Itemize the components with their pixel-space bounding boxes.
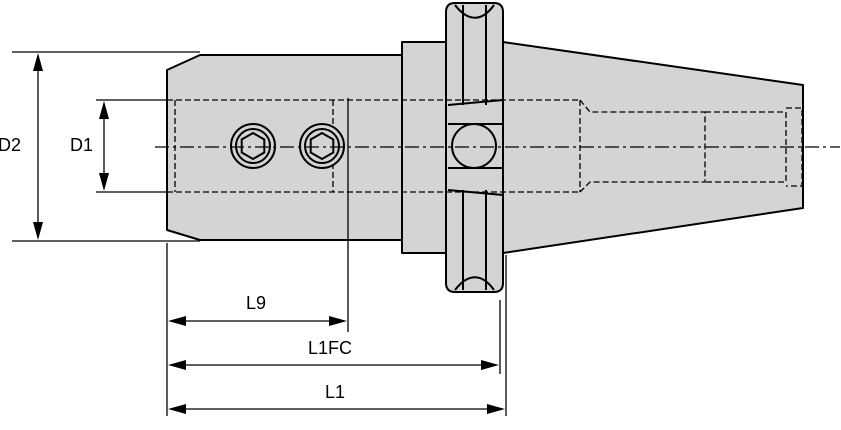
label-d2: D2 [0,135,21,155]
hex-socket-screw-icon [299,123,345,169]
dimension-l1: L1 [168,382,505,414]
label-l9: L9 [246,293,266,313]
label-d1: D1 [70,135,93,155]
hex-socket-screw-icon [230,123,276,169]
extension-lines [166,98,507,416]
hidden-bore-lines [167,99,803,193]
dimension-l1fc: L1FC [168,338,499,370]
dimension-d1: D1 [70,99,167,193]
label-l1fc: L1FC [308,338,352,358]
taper [502,41,804,254]
dimension-d2: D2 [0,51,200,242]
dimension-l9: L9 [168,293,347,326]
drive-slot-circle-icon [448,123,503,169]
label-l1: L1 [325,382,345,402]
